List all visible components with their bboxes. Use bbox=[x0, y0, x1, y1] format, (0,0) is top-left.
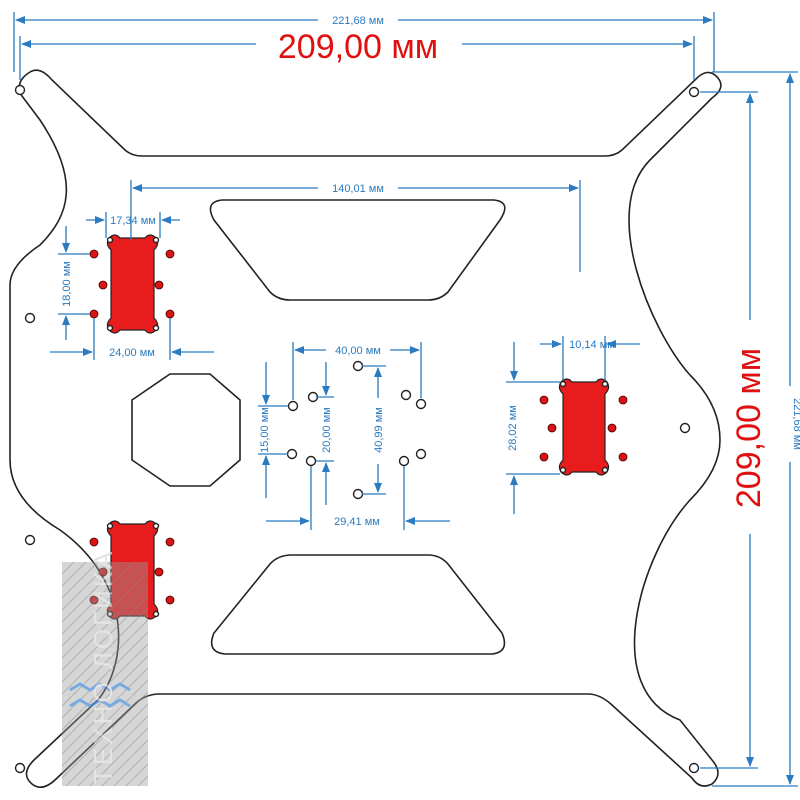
dimension-center-left-20: 20,00 мм bbox=[316, 362, 334, 505]
center-hole bbox=[352, 488, 364, 500]
heater-dot bbox=[547, 423, 557, 433]
watermark-text: ТЕХНО ЛОГИКА bbox=[88, 549, 118, 784]
center-hole bbox=[415, 398, 427, 410]
heater-dot bbox=[89, 537, 99, 547]
dim-label: 24,00 мм bbox=[109, 347, 155, 359]
corner-hole-top-left bbox=[14, 84, 26, 96]
dimension-left-heater-outer: 24,00 мм bbox=[50, 318, 214, 360]
bottom-cutout bbox=[210, 554, 506, 655]
watermark-logo: ТЕХНО ЛОГИКА bbox=[62, 549, 148, 786]
dimension-top-span: 140,01 мм bbox=[130, 180, 581, 272]
dimension-center-bottom: 29,41 мм bbox=[266, 466, 450, 530]
heater-dot bbox=[98, 280, 108, 290]
heater-dot bbox=[618, 452, 628, 462]
heater-dot bbox=[165, 537, 175, 547]
corner-hole-bottom-right bbox=[688, 762, 700, 774]
dimension-hole-height: 209,00 мм bbox=[700, 91, 768, 769]
dimension-left-heater-width: 17,34 мм bbox=[86, 212, 180, 238]
dimension-right-heater-width: 10,14 мм bbox=[540, 336, 640, 380]
dimension-overall-height: 221,68 мм bbox=[712, 71, 800, 787]
plate-outline bbox=[9, 69, 722, 788]
heater-dot bbox=[89, 249, 99, 259]
dim-label: 20,00 мм bbox=[321, 407, 333, 453]
heater-dot bbox=[154, 280, 164, 290]
center-hole bbox=[398, 455, 410, 467]
dim-label: 40,00 мм bbox=[335, 345, 381, 357]
dim-label: 18,00 мм bbox=[61, 261, 73, 307]
mount-hole-left-top bbox=[24, 312, 36, 324]
heater-dot bbox=[89, 309, 99, 319]
dimension-center-left-15: 15,00 мм bbox=[258, 362, 288, 498]
heater-dot bbox=[607, 423, 617, 433]
corner-hole-bottom-left bbox=[14, 762, 26, 774]
corner-hole-top-right bbox=[688, 86, 700, 98]
center-hole bbox=[352, 360, 364, 372]
mount-hole-right bbox=[679, 422, 691, 434]
dimension-hole-width: 209,00 мм bbox=[19, 28, 695, 80]
dimension-center-width: 40,00 мм bbox=[292, 342, 422, 400]
center-hole bbox=[305, 455, 317, 467]
heater-dot bbox=[539, 452, 549, 462]
center-hole bbox=[287, 400, 299, 412]
dimension-left-heater-height: 18,00 мм bbox=[58, 226, 90, 340]
center-hole bbox=[415, 448, 427, 460]
dim-label: 28,02 мм bbox=[507, 405, 519, 451]
heater-pad-right bbox=[558, 378, 610, 476]
dim-label: 221,68 мм bbox=[791, 398, 800, 450]
dimension-right-heater-height: 28,02 мм bbox=[506, 342, 560, 514]
heater-dot bbox=[165, 249, 175, 259]
top-cutout bbox=[209, 199, 506, 301]
dimension-overall-width: 221,68 мм bbox=[13, 12, 715, 72]
dim-label: 29,41 мм bbox=[334, 516, 380, 528]
octagon-cutout bbox=[131, 373, 241, 487]
dim-label: 209,00 мм bbox=[730, 348, 768, 508]
dim-label: 15,00 мм bbox=[259, 407, 271, 453]
dim-label: 140,01 мм bbox=[332, 183, 384, 195]
heater-pad-left-top bbox=[106, 234, 160, 334]
dim-label: 221,68 мм bbox=[332, 15, 384, 27]
mount-hole-left-bottom bbox=[24, 534, 36, 546]
dim-label: 17,34 мм bbox=[110, 215, 156, 227]
heater-dot bbox=[165, 595, 175, 605]
dim-label: 40,99 мм bbox=[373, 407, 385, 453]
dim-label: 10,14 мм bbox=[569, 339, 615, 351]
dim-label: 209,00 мм bbox=[278, 28, 438, 66]
heater-dot bbox=[618, 395, 628, 405]
heater-dot bbox=[154, 567, 164, 577]
center-hole bbox=[286, 448, 298, 460]
center-hole bbox=[400, 389, 412, 401]
heater-dot bbox=[539, 395, 549, 405]
heater-dot bbox=[165, 309, 175, 319]
dimension-center-vertical: 40,99 мм bbox=[362, 365, 386, 495]
